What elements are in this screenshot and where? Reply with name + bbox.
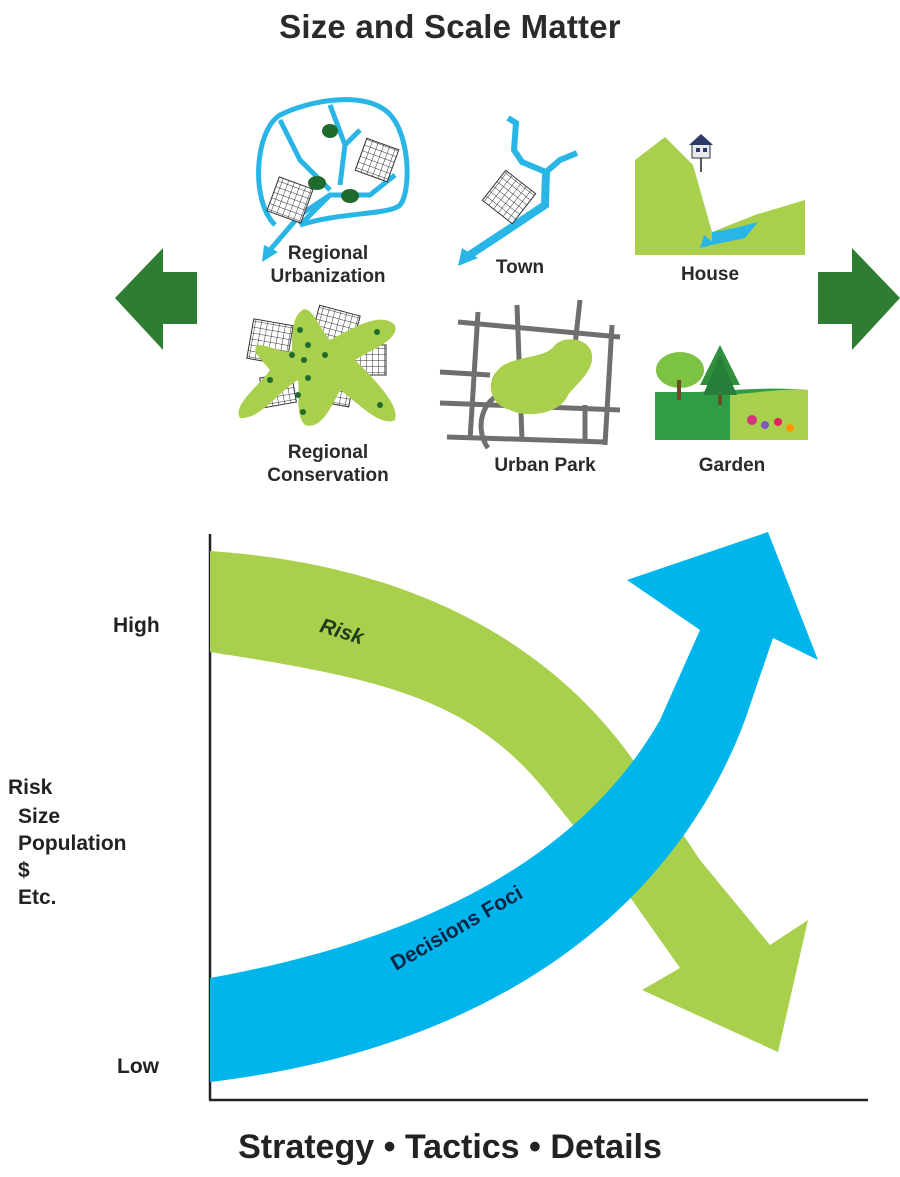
y-axis-items: Size Population $ Etc.	[18, 803, 127, 911]
decisions-foci-arrow	[210, 532, 818, 1082]
arrow-left-icon[interactable]	[115, 248, 197, 350]
y-axis-item: Size	[18, 805, 61, 828]
y-axis-title: Risk	[8, 776, 52, 800]
y-axis-title-risk: Risk	[8, 776, 53, 799]
y-axis-item: Population	[18, 832, 127, 855]
tile-label-house: House	[680, 264, 740, 285]
x-axis-caption: Strategy • Tactics • Details	[238, 1128, 662, 1166]
tile-label-town: Town	[495, 257, 545, 278]
tile-label-garden: Garden	[698, 455, 766, 476]
tile-label-urban-park: Urban Park	[494, 455, 596, 476]
tile-label-regional-conservation: Regional Conservation	[267, 442, 389, 486]
y-axis-item: $	[18, 859, 30, 882]
arrow-right-icon[interactable]	[818, 248, 900, 350]
y-axis-low-label: Low	[117, 1055, 159, 1078]
page-title: Size and Scale Matter	[279, 8, 621, 45]
y-axis-high-label: High	[113, 614, 160, 637]
tile-label-regional-urbanization: Regional Urbanization	[270, 243, 386, 287]
risk-arrow	[210, 551, 808, 1052]
y-axis-item: Etc.	[18, 886, 57, 909]
